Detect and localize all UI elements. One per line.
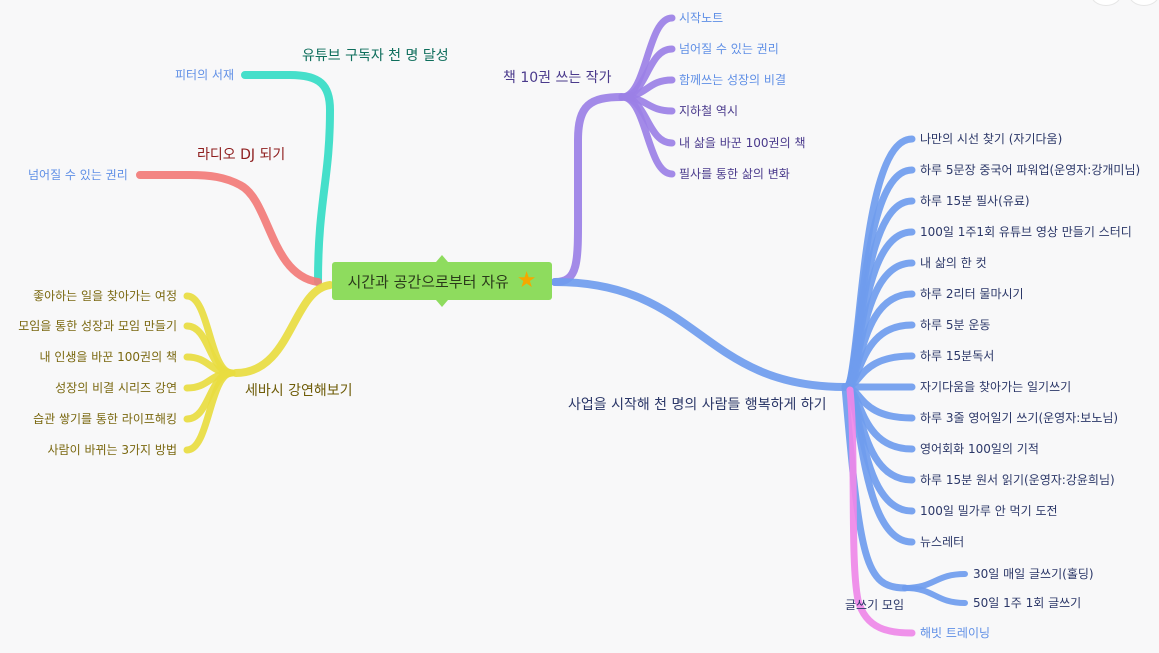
subtopic[interactable]: 하루 3줄 영어일기 쓰기(운영자:보노님) — [920, 411, 1119, 425]
subtopic[interactable]: 내 삶의 한 컷 — [920, 256, 987, 270]
subtopic[interactable]: 100일 밀가루 안 먹기 도전 — [920, 504, 1058, 518]
subtopic[interactable]: 내 삶을 바꾼 100권의 책 — [679, 136, 806, 150]
topic-sebasi[interactable]: 세바시 강연해보기 — [245, 383, 353, 399]
subtopic[interactable]: 100일 1주1회 유튜브 영상 만들기 스터디 — [920, 225, 1132, 239]
branch-sebasi — [232, 281, 334, 377]
subtopic[interactable]: 시작노트 — [679, 11, 724, 25]
subtopic[interactable]: 필사를 통한 삶의 변화 — [679, 167, 790, 181]
topic-radio[interactable]: 라디오 DJ 되기 — [197, 147, 286, 163]
branch-youtube — [241, 71, 335, 286]
topic-writing-group[interactable]: 글쓰기 모임 — [845, 598, 905, 612]
subtopic[interactable]: 좋아하는 일을 찾아가는 여정 — [33, 289, 177, 303]
connector-sebasi-child — [183, 369, 236, 454]
subtopic[interactable]: 50일 1주 1회 글쓰기 — [973, 596, 1082, 610]
subtopic[interactable]: 하루 15분독서 — [920, 349, 995, 363]
subtopic[interactable]: 하루 15분 필사(유료) — [920, 194, 1030, 208]
subtopic[interactable]: 하루 5문장 중국어 파워업(운영자:강개미님) — [920, 163, 1141, 177]
star-icon: ★ — [516, 268, 537, 293]
subtopic[interactable]: 지하철 역시 — [679, 104, 739, 118]
collapse-handle-top[interactable] — [436, 255, 448, 262]
subtopic[interactable]: 사람이 바뀌는 3가지 방법 — [47, 443, 177, 457]
topic-business[interactable]: 사업을 시작해 천 명의 사람들 행복하게 하기 — [568, 397, 827, 413]
central-topic[interactable]: 시간과 공간으로부터 자유 ★ — [332, 255, 552, 307]
branch-books — [551, 93, 626, 286]
subtopic[interactable]: 함께쓰는 성장의 비결 — [679, 73, 786, 87]
subtopic[interactable]: 모임을 통한 성장과 모임 만들기 — [18, 319, 177, 333]
subtopic[interactable]: 하루 15분 원서 읽기(운영자:강윤희님) — [920, 473, 1115, 487]
connector-books-child — [618, 93, 676, 178]
subtopic[interactable]: 나만의 시선 찾기 (자기다움) — [920, 132, 1063, 146]
subtopic[interactable]: 뉴스레터 — [920, 535, 965, 549]
subtopic[interactable]: 영어회화 100일의 기적 — [920, 442, 1039, 456]
collapse-handle-bottom[interactable] — [436, 300, 448, 307]
topic-youtube[interactable]: 유튜브 구독자 천 명 달성 — [302, 48, 449, 64]
subtopic[interactable]: 30일 매일 글쓰기(홀딩) — [973, 567, 1094, 581]
subtopic[interactable]: 내 인생을 바꾼 100권의 책 — [39, 350, 177, 364]
branch-radio — [136, 171, 322, 286]
connector-habit-training — [846, 386, 916, 637]
subtopic[interactable]: 피터의 서재 — [175, 68, 235, 82]
subtopic-habit-training[interactable]: 해빗 트레이닝 — [920, 626, 991, 640]
central-topic-label: 시간과 공간으로부터 자유 — [347, 272, 509, 291]
branch-business — [551, 278, 849, 391]
connector-writing-child — [902, 585, 968, 606]
subtopic[interactable]: 하루 5분 운동 — [920, 318, 991, 332]
subtopic[interactable]: 하루 2리터 물마시기 — [920, 287, 1024, 301]
topic-books[interactable]: 책 10권 쓰는 작가 — [503, 70, 612, 86]
subtopic[interactable]: 습관 쌓기를 통한 라이프해킹 — [33, 412, 177, 426]
subtopic[interactable]: 넘어질 수 있는 권리 — [679, 42, 779, 56]
subtopic[interactable]: 넘어질 수 있는 권리 — [28, 168, 128, 182]
subtopic[interactable]: 자기다움을 찾아가는 일기쓰기 — [920, 380, 1072, 394]
subtopic[interactable]: 성장의 비결 시리즈 강연 — [55, 381, 177, 395]
